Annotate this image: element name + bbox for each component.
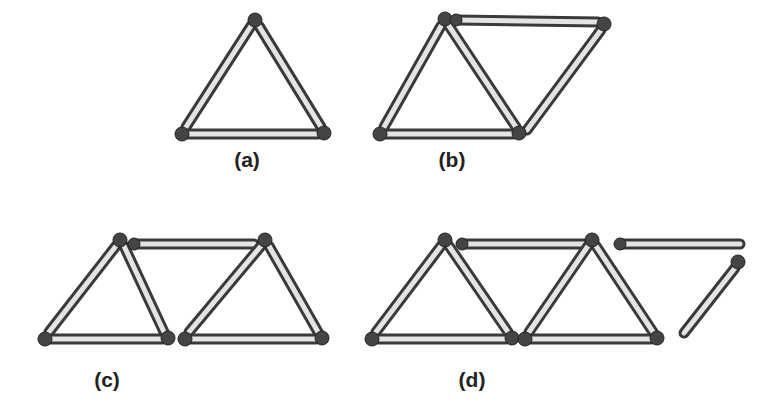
figure-label: (b): [439, 148, 466, 172]
matchstick-pattern: [38, 233, 329, 346]
figure-label: (d): [459, 368, 486, 392]
matchstick-pattern: [373, 12, 611, 141]
matchstick-pattern: [175, 13, 331, 141]
figure-label: (a): [234, 148, 260, 172]
matchstick-pattern: [365, 233, 745, 346]
figure-label: (c): [94, 368, 120, 392]
